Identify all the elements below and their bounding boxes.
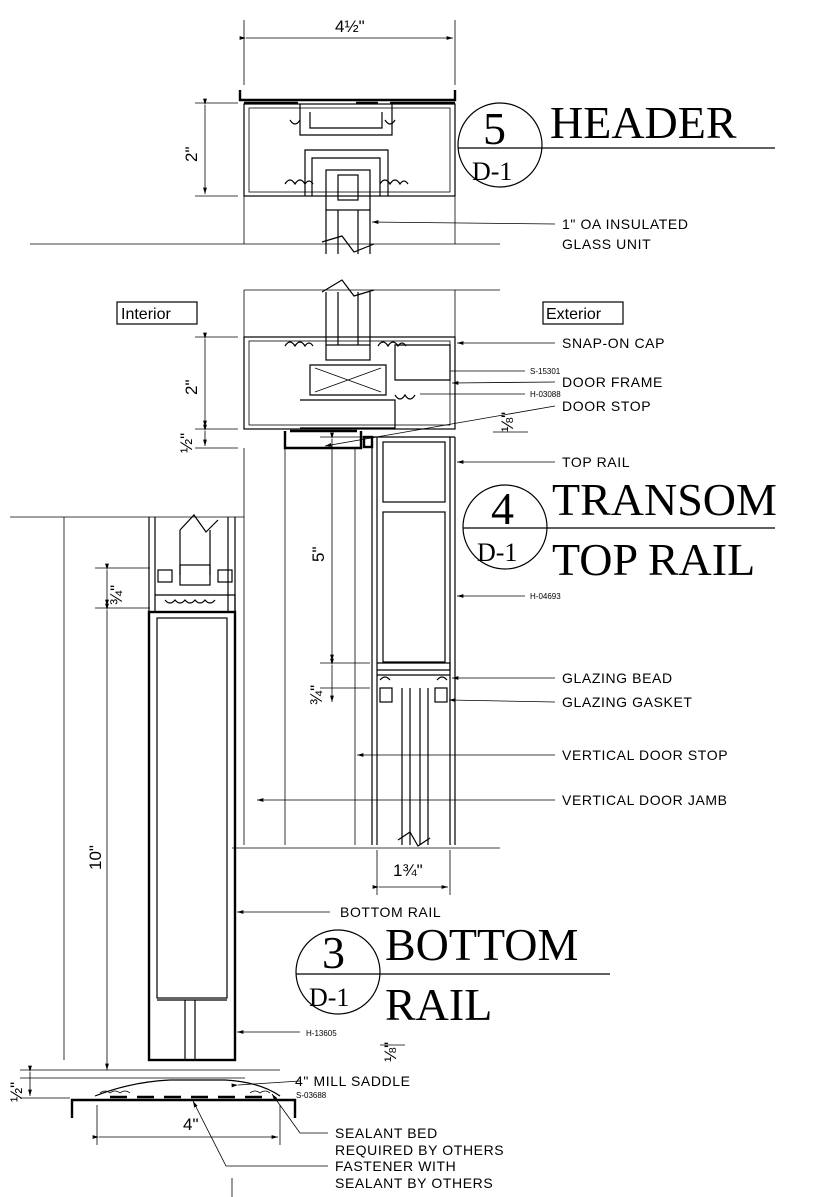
detail-4-sheet: D-1 <box>477 538 517 567</box>
part-s15301: S-15301 <box>530 367 561 376</box>
dim-stile-width: 1¾" <box>393 861 423 880</box>
dim-bottom-rail-height: 10" <box>86 845 105 870</box>
dim-rail-gap-top: ⅛" <box>498 412 517 432</box>
dim-rail-gap-bottom: ⅛" <box>381 1042 400 1062</box>
detail-bubble-3 <box>295 929 381 1015</box>
label-fastener-line2: SEALANT BY OTHERS <box>335 1175 493 1191</box>
dim-header-width: 4½" <box>335 17 365 36</box>
label-bottom-rail: BOTTOM RAIL <box>340 904 441 920</box>
detail-4-title-line2: TOP RAIL <box>552 534 755 585</box>
label-glazing-bead: GLAZING BEAD <box>562 670 673 686</box>
dim-bead-right: ¾" <box>307 685 326 705</box>
exterior-tag: Exterior <box>546 306 602 323</box>
detail-bubble-4 <box>462 484 548 570</box>
exterior-tag-box <box>542 301 624 325</box>
transom-section: Interior Exterior 2" ½" SNAP-ON CAP S-15… <box>116 279 777 895</box>
label-vertical-door-jamb: VERTICAL DOOR JAMB <box>562 792 728 808</box>
label-sealant-line1: SEALANT BED <box>335 1125 438 1141</box>
label-door-frame: DOOR FRAME <box>562 374 663 390</box>
label-glass-line1: 1" OA INSULATED <box>562 216 689 232</box>
part-s03688: S-03688 <box>296 1091 327 1100</box>
detail-5-title: HEADER <box>550 97 737 148</box>
dim-bead-left: ¾" <box>107 585 126 605</box>
header-section: 4½" 2" 1" O <box>30 17 775 254</box>
dim-transom-height: 2" <box>182 380 201 396</box>
interior-tag: Interior <box>121 306 171 323</box>
part-h04693: H-04693 <box>530 592 561 601</box>
part-h03088: H-03088 <box>530 390 561 399</box>
label-snap-cap: SNAP-ON CAP <box>562 335 665 351</box>
dim-header-height: 2" <box>182 147 201 163</box>
detail-3-title-line1: BOTTOM <box>385 919 578 970</box>
detail-4-title-line1: TRANSOM <box>552 474 777 525</box>
label-vertical-door-stop: VERTICAL DOOR STOP <box>562 747 728 763</box>
detail-5-sheet: D-1 <box>472 157 512 186</box>
part-h13605: H-13605 <box>306 1029 337 1038</box>
detail-3-number: 3 <box>322 927 345 978</box>
label-glazing-gasket: GLAZING GASKET <box>562 694 693 710</box>
detail-4-number: 4 <box>491 483 514 534</box>
label-fastener-line1: FASTENER WITH <box>335 1158 456 1174</box>
dim-transom-gap: ½" <box>177 433 196 453</box>
detail-3-title-line2: RAIL <box>385 979 492 1030</box>
bottom-rail-section: ¾" 10" BOTTOM RAIL H-13605 ⅛" ½" 4" 4" M… <box>7 514 610 1197</box>
dim-saddle-height: ½" <box>7 1082 26 1102</box>
detail-5-number: 5 <box>483 103 506 154</box>
label-sealant-line2: REQUIRED BY OTHERS <box>335 1142 504 1158</box>
detail-3-sheet: D-1 <box>309 983 349 1012</box>
dim-top-rail-height: 5" <box>309 547 328 563</box>
label-glass-line2: GLASS UNIT <box>562 236 651 252</box>
dim-saddle-width: 4" <box>183 1115 199 1134</box>
label-top-rail: TOP RAIL <box>562 454 630 470</box>
label-mill-saddle: 4" MILL SADDLE <box>295 1073 411 1089</box>
interior-tag-box <box>116 301 198 325</box>
detail-bubble-5 <box>457 102 543 188</box>
label-door-stop: DOOR STOP <box>562 398 651 414</box>
